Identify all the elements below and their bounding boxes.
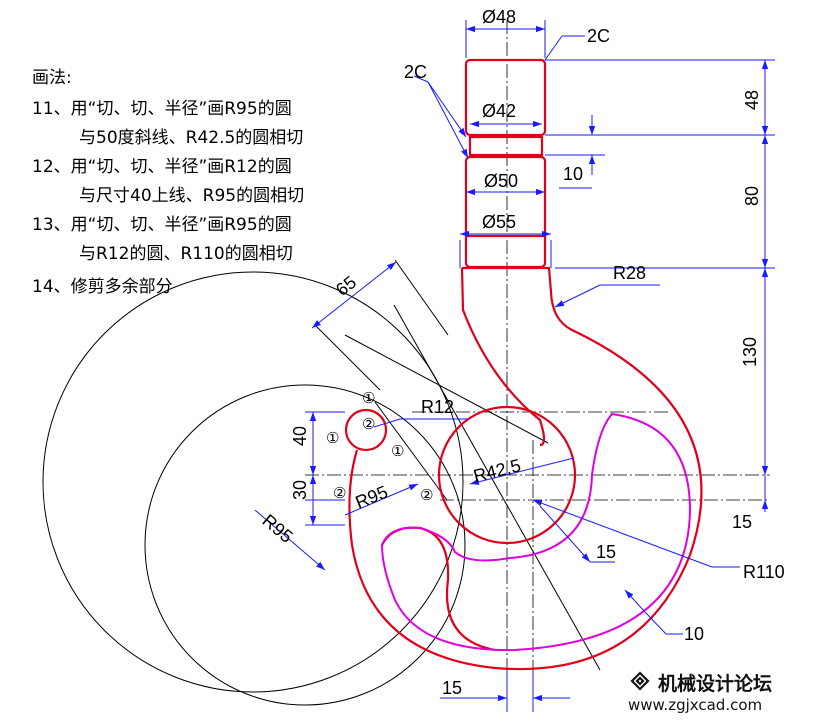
dimension-lines	[254, 20, 775, 712]
notes-title: 画法:	[32, 68, 72, 88]
watermark-name: 机械设计论坛	[658, 673, 773, 695]
dimension-texts: Ø48 2C 2C Ø42 48 10 Ø50 80 Ø55 R28 65 13…	[258, 7, 784, 698]
dim-d42: Ø42	[482, 101, 516, 121]
hook-body-outline	[348, 266, 703, 671]
step-marker: ①	[391, 442, 404, 460]
circle-r12	[344, 408, 388, 452]
step-marker: ①	[326, 429, 339, 447]
note-line: 13、用“切、切、半径”画R95的圆	[32, 215, 292, 235]
step-markers: ① ② ① ② ① ②	[326, 389, 433, 504]
dim-r42-5: R42.5	[471, 455, 522, 486]
circle-r42-5	[437, 405, 577, 545]
dim-r95-a: R95	[352, 482, 390, 513]
step-marker: ②	[333, 484, 346, 502]
note-line: 12、用“切、切、半径”画R12的圆	[32, 157, 292, 177]
dim-10: 10	[563, 164, 583, 184]
watermark-url: www.zgjxcad.com	[628, 696, 763, 714]
shank-top-segment	[464, 58, 547, 137]
dim-d48: Ø48	[482, 7, 516, 27]
dim-130: 130	[740, 337, 760, 367]
dim-48: 48	[742, 90, 762, 110]
shank-neck	[468, 135, 544, 157]
dim-40: 40	[290, 426, 310, 446]
step-marker: ②	[420, 486, 433, 504]
note-line: 14、修剪多余部分	[32, 277, 173, 297]
note-line: 11、用“切、切、半径”画R95的圆	[32, 99, 292, 119]
offset-curve	[380, 412, 692, 652]
construction-geometry	[42, 259, 601, 706]
note-line: 与R12的圆、R110的圆相切	[79, 244, 293, 264]
dim-65: 65	[332, 272, 360, 300]
step-marker: ②	[362, 415, 375, 433]
dim-r28: R28	[613, 263, 646, 283]
note-line: 与尺寸40上线、R95的圆相切	[79, 186, 305, 206]
dim-15-bottom: 15	[442, 678, 462, 698]
dim-d55: Ø55	[482, 212, 516, 232]
dim-r110: R110	[743, 562, 785, 582]
dim-15-center: 15	[596, 542, 616, 562]
dim-d50: Ø50	[484, 171, 518, 191]
hook-inner-curve	[460, 267, 546, 447]
dim-2c-left: 2C	[404, 62, 427, 82]
dim-80: 80	[742, 186, 762, 206]
note-line: 与50度斜线、R42.5的圆相切	[79, 128, 304, 148]
dim-2c-top: 2C	[587, 26, 610, 46]
watermark-logo-icon	[630, 671, 650, 691]
construction-circle-r95-left	[42, 271, 464, 693]
step-marker: ①	[362, 389, 375, 407]
dim-30: 30	[290, 480, 310, 500]
dim-r12: R12	[421, 397, 454, 417]
hook-outline	[344, 58, 703, 671]
construction-circle-r95-lower	[144, 384, 466, 706]
dim-15-right: 15	[732, 512, 752, 532]
dim-10-lower: 10	[684, 624, 704, 644]
